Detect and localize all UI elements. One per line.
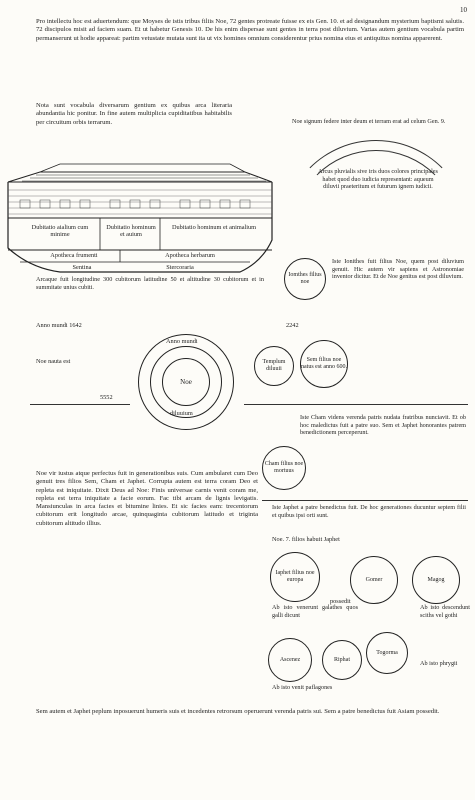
wheel-ring-2: diluuium bbox=[170, 410, 193, 417]
circle-magog: Magog bbox=[412, 556, 460, 604]
wheel-ring-1: Anno mundi bbox=[166, 338, 198, 345]
rainbow-arc-inner bbox=[292, 150, 460, 318]
ark-label-apotheca-2: Apotheca herbarum bbox=[165, 252, 215, 259]
note-phrygii: Ab isto phrygii bbox=[420, 660, 458, 667]
rule-right bbox=[244, 404, 468, 405]
circle-iaphet: Iaphet filius noe europa bbox=[270, 552, 320, 602]
main-paragraph: Noe vir iustus atque perfectus fuit in g… bbox=[36, 470, 258, 527]
ark-label-apotheca-1: Apotheca frumenti bbox=[50, 252, 98, 259]
rule-left bbox=[30, 404, 130, 405]
circle-togorma: Togorma bbox=[366, 632, 408, 674]
wheel-center: Noe bbox=[162, 358, 210, 406]
ark-label-dubitatio-1: Dubitatio aialium cum minime bbox=[31, 224, 89, 238]
wheel-mid bbox=[150, 346, 222, 418]
year-marker-2242: 2242 bbox=[286, 322, 299, 329]
noe-nauta-label: Noe nauta est bbox=[36, 358, 71, 365]
circle-gomer: Gomer bbox=[350, 556, 398, 604]
circle-riphat: Riphat bbox=[322, 640, 362, 680]
note-paflagones: Ab isto venit paflagones bbox=[272, 684, 333, 691]
rainbow-arc-outer bbox=[282, 140, 470, 328]
side-text-iomthes: Iste Ionithes fuit filius Noe, quem post… bbox=[332, 258, 464, 281]
rainbow-text: Arcus pluvialis sive iris duos colores p… bbox=[318, 168, 438, 191]
circle-ascenez: Ascenez bbox=[268, 638, 312, 682]
noe-seven-label: Noe. 7. filios habuit Japhet bbox=[272, 536, 340, 543]
bottom-paragraph: Sem autem et Japhet peplum inposuerunt h… bbox=[36, 708, 440, 715]
wheel-outer bbox=[138, 334, 234, 430]
note-galathes: Ab isto venerunt galathes quos galli dic… bbox=[272, 604, 358, 619]
ark-label-stercoraria: Stercoraria bbox=[166, 264, 194, 271]
nota-paragraph: Nota sunt vocabula diversarum gentium ex… bbox=[36, 102, 232, 126]
rule-cham bbox=[262, 500, 468, 501]
ark-label-sentina: Sentina bbox=[72, 264, 92, 271]
cham-paragraph: Iste Cham videns verenda patris nudata f… bbox=[300, 414, 466, 437]
circle-templum: Templum diluuii bbox=[254, 346, 294, 386]
circle-cham: Cham filius noe mortuus bbox=[262, 446, 306, 490]
ark-caption: Arcaque fuit longitudine 300 cubitorum l… bbox=[36, 276, 264, 291]
note-sciths: Ab isto descendunt sciths vel gothi bbox=[420, 604, 470, 619]
year-marker-1642: Anno mundi 1642 bbox=[36, 322, 82, 329]
ark-label-dubitatio-2: Dubitatio hominum et auium bbox=[106, 224, 156, 238]
rainbow-header: Noe signum federe inter deum et terram e… bbox=[292, 118, 446, 125]
top-paragraph: Pro intellectu hoc est aduertendum: que … bbox=[36, 18, 464, 42]
page-number: 10 bbox=[460, 6, 467, 14]
possedit-label: possedit bbox=[330, 598, 351, 605]
iaphet-paragraph: Iste Japhet a patre benedictus fuit. De … bbox=[272, 504, 466, 519]
wheel-side-number: 5552 bbox=[100, 394, 113, 401]
ark-label-dubitatio-3: Dubitatio hominum et animalium bbox=[171, 224, 257, 231]
circle-sem: Sem filius noe natus est anno 600. bbox=[300, 340, 348, 388]
circle-iomthes: Iomthes filius noe bbox=[284, 258, 326, 300]
